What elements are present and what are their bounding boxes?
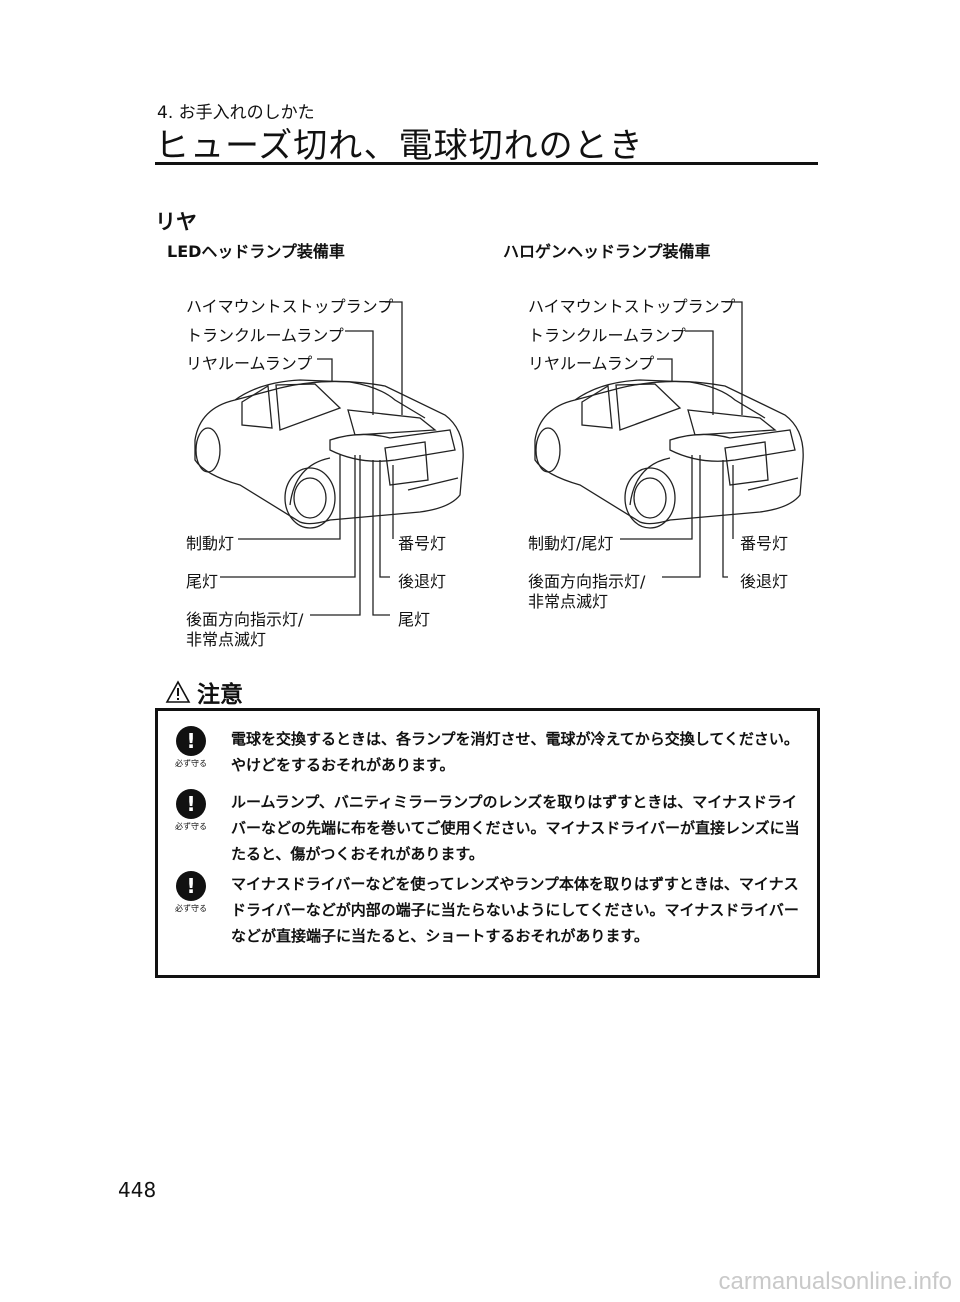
must-follow-label: 必ず守る — [175, 822, 207, 831]
page-title: ヒューズ切れ、電球切れのとき — [155, 126, 644, 166]
right-label-reverse: 後退灯 — [740, 572, 789, 591]
title-rule — [155, 162, 818, 165]
left-label-turn-1: 後面方向指示灯/ — [186, 610, 304, 629]
left-label-reverse: 後退灯 — [398, 572, 447, 591]
right-label-high-mount: ハイマウントストップランプ — [528, 297, 736, 316]
right-subtitle: ハロゲンヘッドランプ装備車 — [503, 242, 711, 261]
must-follow-label: 必ず守る — [175, 759, 207, 768]
caution-text: 電球を交換するときは、各ランプを消灯させ、電球が冷えてから交換してください。やけ… — [231, 730, 799, 774]
caution-text: ルームランプ、バニティミラーランプのレンズを取りはずすときは、マイナスドライバー… — [231, 793, 800, 863]
right-label-license: 番号灯 — [740, 534, 789, 553]
section-heading: リヤ — [155, 210, 197, 234]
caution-heading: 注意 — [165, 675, 243, 709]
left-label-tail-2: 尾灯 — [398, 610, 431, 629]
must-follow-icon: ! 必ず守る — [171, 871, 211, 914]
right-label-rear-room: リヤルームランプ — [528, 354, 655, 373]
right-label-turn-1: 後面方向指示灯/ — [528, 572, 646, 591]
left-label-brake: 制動灯 — [186, 534, 235, 553]
right-car-illustration — [534, 301, 804, 578]
must-follow-icon: ! 必ず守る — [171, 789, 211, 832]
right-label-trunk: トランクルームランプ — [528, 326, 686, 345]
left-label-trunk: トランクルームランプ — [186, 326, 344, 345]
left-label-license: 番号灯 — [398, 534, 447, 553]
left-subtitle: LEDヘッドランプ装備車 — [167, 242, 345, 261]
must-follow-icon: ! 必ず守る — [171, 726, 211, 769]
right-label-turn-2: 非常点滅灯 — [528, 592, 609, 611]
page-number: 448 — [118, 1178, 157, 1202]
caution-box: ! 必ず守る 電球を交換するときは、各ランプを消灯させ、電球が冷えてから交換して… — [155, 708, 820, 978]
chapter-label: 4. お手入れのしかた — [157, 103, 315, 123]
left-label-rear-room: リヤルームランプ — [186, 354, 313, 373]
right-label-brake-tail: 制動灯/尾灯 — [528, 534, 614, 553]
must-follow-label: 必ず守る — [175, 904, 207, 913]
left-label-high-mount: ハイマウントストップランプ — [186, 297, 394, 316]
caution-text: マイナスドライバーなどを使ってレンズやランプ本体を取りはずすときは、マイナスドラ… — [231, 875, 799, 945]
left-car-illustration — [194, 301, 464, 616]
caution-title: 注意 — [197, 682, 243, 708]
left-label-turn-2: 非常点滅灯 — [186, 630, 267, 649]
watermark: carmanualsonline.info — [718, 1268, 952, 1295]
warning-triangle-icon — [165, 680, 191, 703]
left-label-tail: 尾灯 — [186, 572, 219, 591]
